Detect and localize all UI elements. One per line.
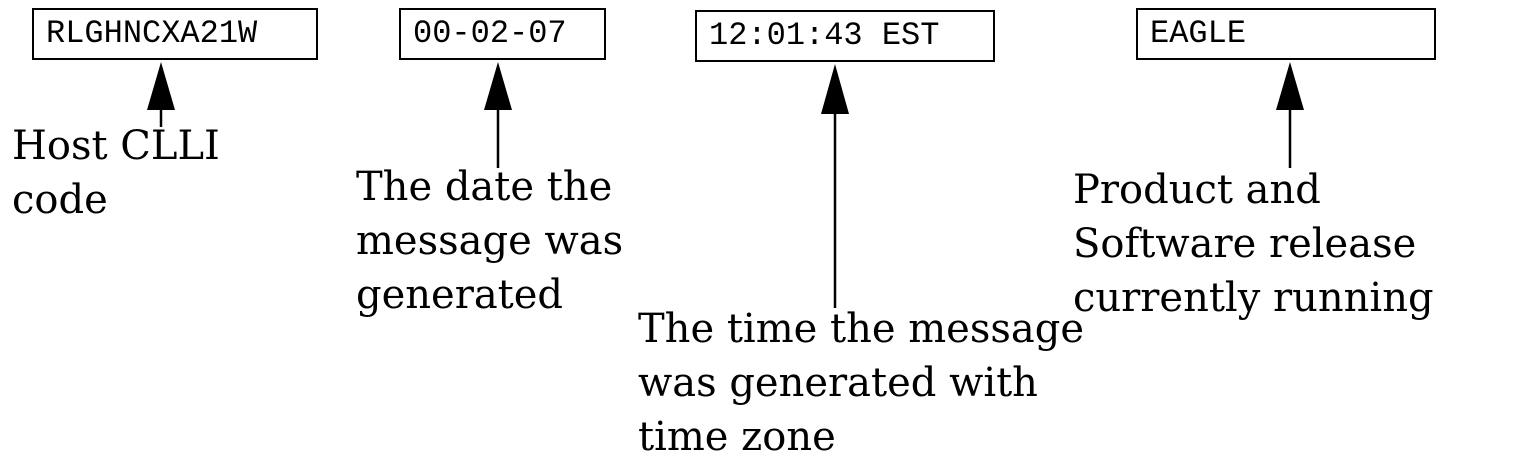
time-label-line: The time the message <box>638 306 1085 352</box>
product-label: Product and Software release currently r… <box>1073 163 1434 325</box>
date-field: 00-02-07 <box>399 8 606 60</box>
product-label-line: currently running <box>1073 275 1434 321</box>
date-label-line: The date the <box>356 164 613 210</box>
product-label-line: Product and <box>1073 167 1321 213</box>
time-label: The time the message was generated with … <box>638 302 1084 464</box>
date-label-line: message was <box>356 218 624 264</box>
product-field: EAGLE <box>1136 8 1436 60</box>
host-clli-label: Host CLLI code <box>12 119 220 227</box>
host-clli-label-line: Host CLLI <box>12 123 220 169</box>
arrow-time <box>821 64 849 308</box>
time-label-line: was generated with <box>638 360 1038 406</box>
arrow-product <box>1276 62 1304 168</box>
product-label-line: Software release <box>1073 221 1417 267</box>
arrow-date <box>484 62 512 168</box>
date-label-line: generated <box>356 272 564 318</box>
date-label: The date the message was generated <box>356 160 623 322</box>
time-field: 12:01:43 EST <box>695 10 995 62</box>
arrow-host-clli <box>147 62 175 127</box>
time-label-line: time zone <box>638 414 836 460</box>
host-clli-label-line: code <box>12 177 108 223</box>
host-clli-field: RLGHNCXA21W <box>32 8 318 60</box>
